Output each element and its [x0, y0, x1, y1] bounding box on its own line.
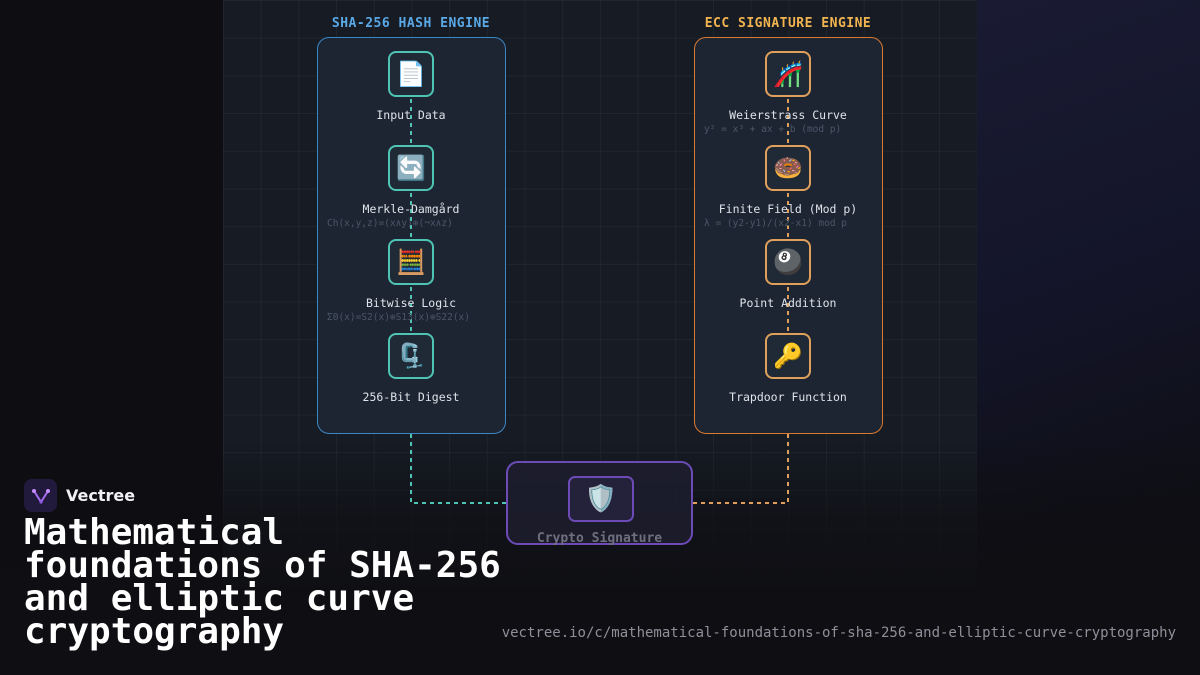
- refresh-arrows-icon: 🔄: [388, 145, 434, 191]
- ecc-engine-title: ECC SIGNATURE ENGINE: [704, 16, 872, 31]
- document-icon: 📄: [388, 51, 434, 97]
- page-url[interactable]: vectree.io/c/mathematical-foundations-of…: [501, 625, 1176, 641]
- roller-coaster-icon: 🎢: [765, 51, 811, 97]
- key-icon: 🔑: [765, 333, 811, 379]
- brand-name: Vectree: [66, 486, 136, 505]
- formula-slope: λ = (y2-y1)/(x2-x1) mod p: [704, 218, 847, 229]
- node-label-point-addition: Point Addition: [739, 296, 837, 310]
- sha-engine-title: SHA-256 HASH ENGINE: [331, 16, 491, 31]
- node-label-trapdoor-function: Trapdoor Function: [729, 390, 847, 404]
- brand[interactable]: Vectree: [24, 479, 135, 512]
- formula-weierstrass: y² = x³ + ax + b (mod p): [704, 124, 842, 135]
- node-label-256-bit-digest: 256-Bit Digest: [362, 390, 460, 404]
- vectree-logo-icon: [24, 479, 57, 512]
- formula-sigma0: Σ0(x)=S2(x)⊕S13(x)⊕S22(x): [327, 312, 470, 323]
- page-title: Mathematical foundations of SHA-256 and …: [24, 512, 501, 652]
- pool-8-ball-icon: 🎱: [765, 239, 811, 285]
- node-label-weierstrass-curve: Weierstrass Curve: [729, 108, 847, 122]
- node-label-input-data: Input Data: [376, 108, 446, 122]
- shield-icon: 🛡️: [568, 476, 634, 522]
- node-label-finite-field: Finite Field (Mod p): [718, 202, 858, 216]
- formula-choice-function: Ch(x,y,z)=(x∧y)⊕(¬x∧z): [327, 218, 453, 229]
- node-label-bitwise-logic: Bitwise Logic: [365, 296, 456, 310]
- compression-clamp-icon: 🗜️: [388, 333, 434, 379]
- abacus-icon: 🧮: [388, 239, 434, 285]
- node-label-merkle-damgard: Merkle-Damgård: [362, 202, 460, 216]
- donut-icon: 🍩: [765, 145, 811, 191]
